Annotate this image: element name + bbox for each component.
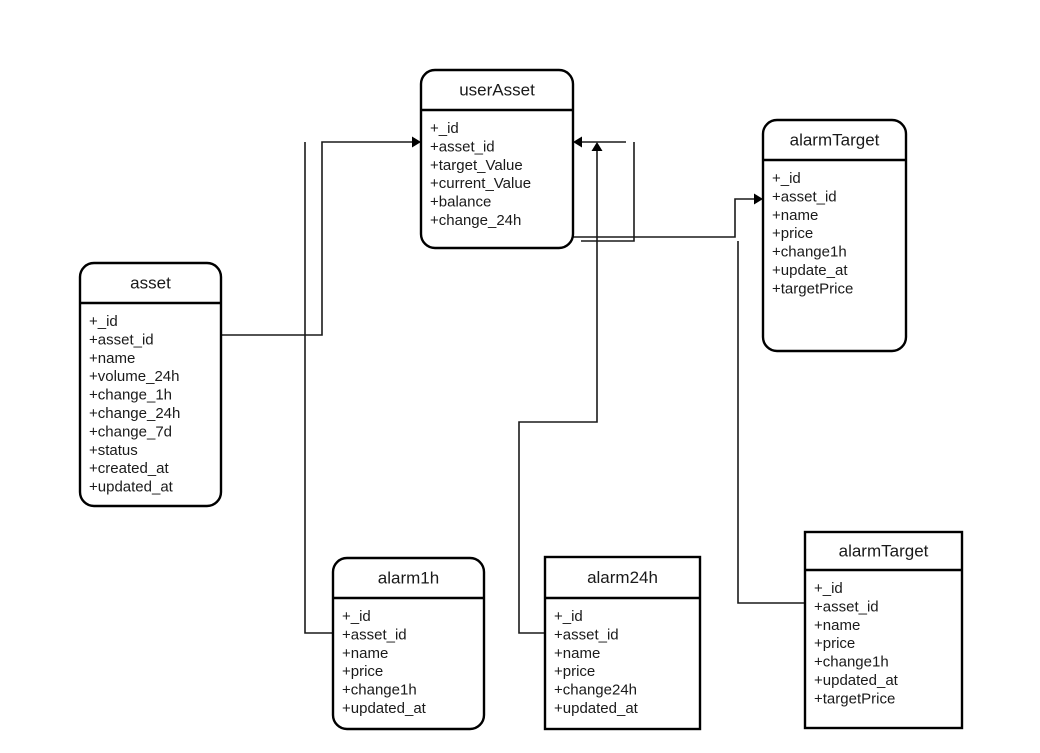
entity-box[interactable] [803,530,964,730]
entity-title: alarmTarget [790,130,880,149]
connector-line [581,142,635,242]
connector-layer [221,136,805,634]
entity-attribute: +asset_id [554,626,619,643]
entity-attribute: +name [772,207,818,224]
entity-title: alarm1h [378,568,439,587]
connector-userAsset-to-alarmTargetTop [573,193,763,238]
entity-attribute: +_id [554,608,583,625]
connector-line [573,198,755,238]
entity-attribute: +asset_id [89,331,154,348]
connector-line [304,142,333,634]
connector-line [518,150,598,634]
entity-attribute: +_id [89,313,118,330]
entity-attribute: +name [554,645,600,662]
entity-attribute: +targetPrice [772,280,853,297]
connector-alarm24h-to-userAsset [518,142,603,634]
entity-attribute: +price [772,225,813,242]
entity-userAsset[interactable]: userAsset +_id+asset_id +target_Value+curr… [419,68,575,250]
entity-alarmTargetTop[interactable]: alarmTarget +_id+asset_id +name+price +chan… [761,118,908,353]
entity-attribute: +price [814,635,855,652]
entity-attribute: +_id [430,120,459,137]
entity-attribute: +volume_24h [89,368,179,385]
entity-attribute: +change_24h [89,405,180,422]
entity-title: alarm24h [587,568,658,587]
entity-attribute: +name [89,350,135,367]
entity-attribute: +asset_id [342,626,407,643]
entity-attribute: +change1h [814,654,889,671]
entity-attribute: +asset_id [430,138,495,155]
entity-attribute: +updated_at [89,479,174,496]
entity-alarm24h[interactable]: alarm24h +_id+asset_id +name+price +change2… [543,555,702,731]
entity-box[interactable] [331,556,486,731]
entity-attribute: +price [554,663,595,680]
entity-attribute: +current_Value [430,175,531,192]
entity-title: alarmTarget [839,541,929,560]
entity-attribute: +status [89,442,138,459]
entity-attribute: +name [814,617,860,634]
entity-box[interactable] [78,261,223,508]
entity-attribute: +price [342,663,383,680]
arrowhead-icon [591,142,603,151]
arrowhead-icon [573,136,582,148]
arrowhead-icon [754,193,763,205]
connector-userAsset-to-alarm1h [304,142,333,634]
entity-attribute: +asset_id [814,598,879,615]
entity-attribute: +updated_at [554,700,639,717]
entity-title: userAsset [459,80,535,99]
entity-asset[interactable]: asset +_id+asset_id +name+volume_24h +chang… [78,261,223,508]
entity-title: asset [130,273,171,292]
entity-attribute: +targetPrice [814,690,895,707]
arrowhead-icon [412,136,421,148]
entity-attribute: +change24h [554,682,637,699]
entity-box[interactable] [761,118,908,353]
entity-alarm1h[interactable]: alarm1h +_id+asset_id +name+price +change1h… [331,556,486,731]
entity-attribute: +updated_at [342,700,427,717]
entity-alarmTargetBottom[interactable]: alarmTarget +_id+asset_id +name+price +chan… [803,530,964,730]
entity-attribute: +_id [814,580,843,597]
entity-attribute: +asset_id [772,188,837,205]
entity-attribute: +change1h [772,244,847,261]
connector-line [221,141,413,336]
entity-attribute: +created_at [89,460,169,477]
entity-attribute: +change_7d [89,423,172,440]
entity-attribute: +_id [342,608,371,625]
entity-attribute: +updated_at [814,672,899,689]
entity-box[interactable] [543,555,702,731]
entity-attribute: +target_Value [430,157,523,174]
connector-line [737,241,805,604]
entity-attribute: +update_at [772,262,848,279]
entity-attribute: +change1h [342,682,417,699]
entity-attribute: +balance [430,194,491,211]
connector-alarmTargetBottom-to-userAsset [573,136,635,242]
entity-attribute: +change_24h [430,212,521,229]
entity-attribute: +change_1h [89,387,172,404]
connector-userAsset-to-alarmTargetBottom [737,241,805,604]
entity-attribute: +_id [772,170,801,187]
entity-attribute: +name [342,645,388,662]
entity-box[interactable] [419,68,575,250]
entity-layer: asset+_id+asset_id+name+volume_24h+chang… [78,68,964,731]
connector-asset-to-userAsset [221,136,421,336]
